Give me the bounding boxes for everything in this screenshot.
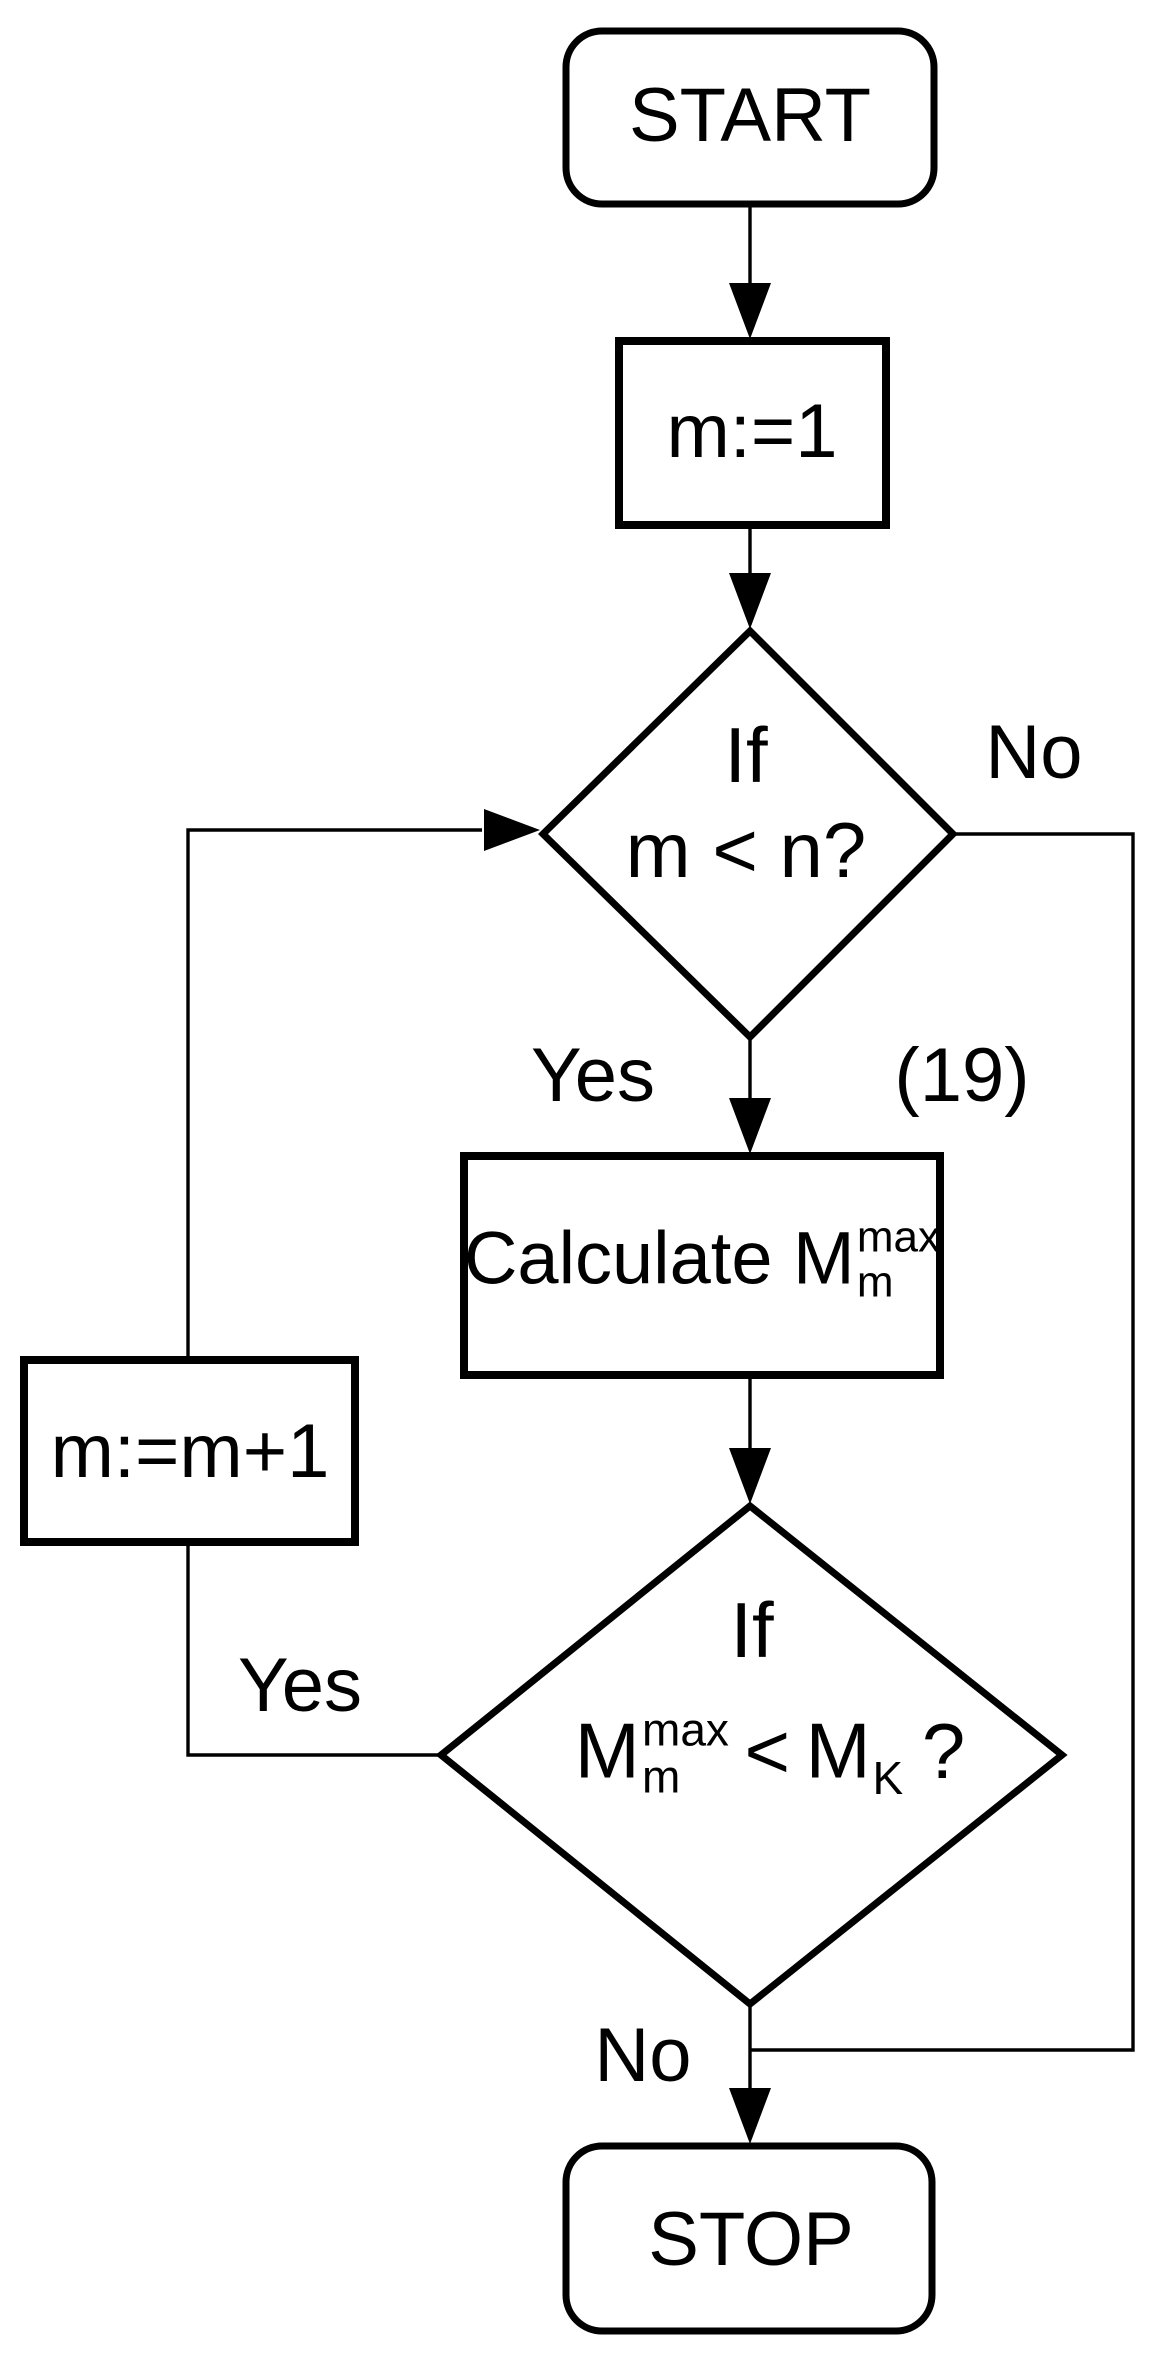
increment-process-shape [20,1356,359,1546]
start-terminator-shape [562,27,938,208]
decision1-diamond-shape [538,626,958,1042]
decision2-rhs-sub: K [872,1751,904,1804]
decision1-yes-label: Yes [531,1033,655,1118]
init-process-shape [615,337,890,529]
decision2-rhs: M [805,1706,871,1795]
init-label: m:=1 [666,389,838,474]
decision2-var-sup: max [642,1703,729,1756]
equation-ref-label: (19) [894,1033,1030,1118]
decision2-yes-label: Yes [238,1643,362,1728]
calculate-sup: max [856,1212,941,1262]
no-branch-connector [751,832,1135,2052]
decision2-diamond-shape [435,1501,1068,2009]
calculate-text: Calculate M [463,1216,855,1300]
arrowhead-down-icon [729,573,771,629]
decision2-line1: If [730,1586,774,1674]
yes-loop-connector [186,828,482,1757]
decision1-no-label: No [985,710,1083,795]
increment-label: m:=m+1 [50,1409,330,1494]
stop-label: STOP [648,2197,854,2282]
decision2-no-label: No [594,2013,692,2098]
arrowhead-down-icon [729,1098,771,1154]
arrowhead-down-icon [729,283,771,339]
calculate-process-shape [460,1152,944,1379]
calculate-sub: m [856,1257,894,1307]
decision2-var-sub: m [642,1750,681,1803]
stop-terminator-shape [562,2142,936,2335]
decision2-operator: < [744,1706,791,1795]
start-label: START [628,73,872,158]
arrowhead-down-icon [729,1448,771,1504]
decision2-question: ? [921,1706,966,1795]
arrowhead-right-icon [484,809,540,851]
decision1-line1: If [724,710,768,799]
arrowhead-down-icon [729,2088,771,2144]
decision1-line2: m < n? [625,806,867,894]
decision2-var: M [574,1706,640,1795]
